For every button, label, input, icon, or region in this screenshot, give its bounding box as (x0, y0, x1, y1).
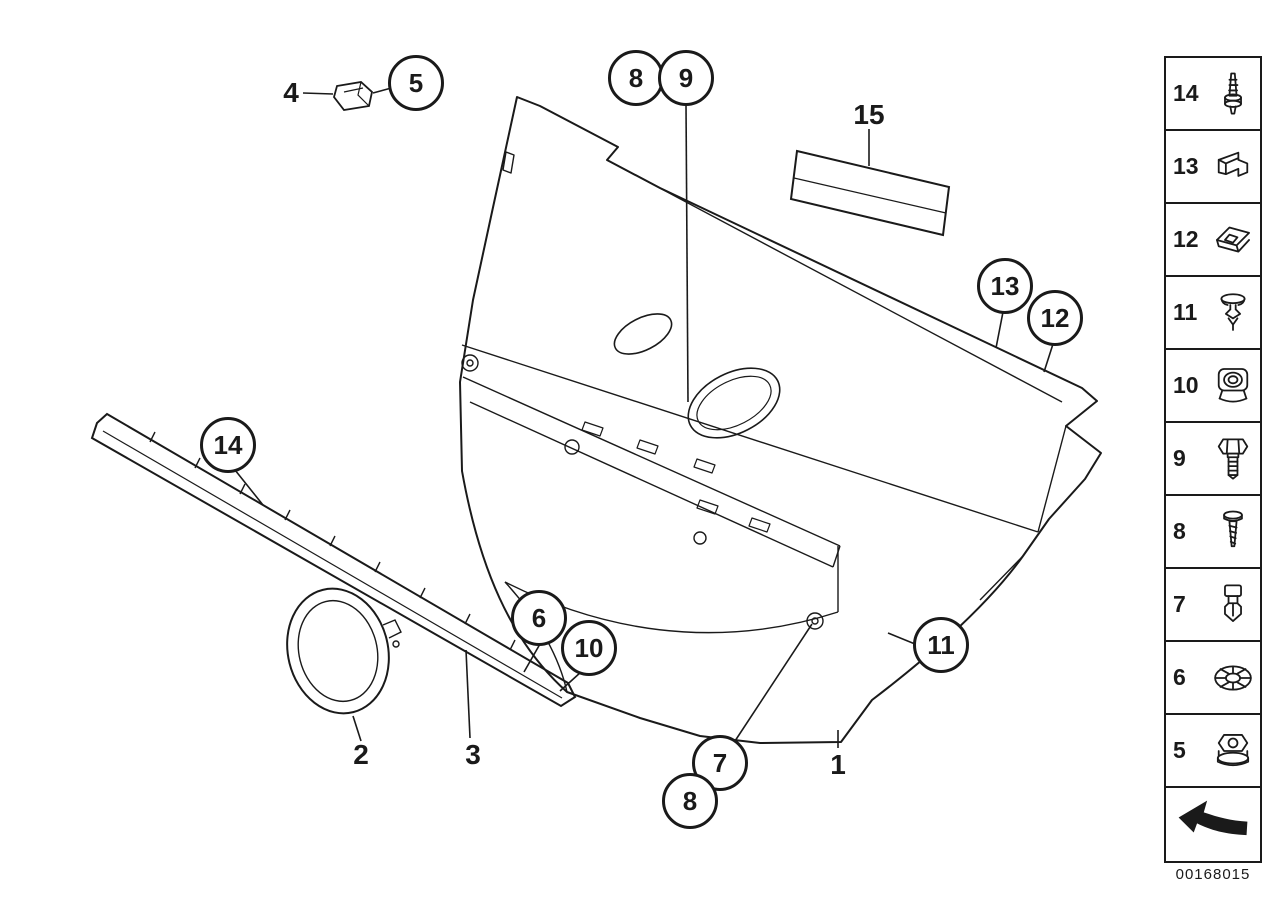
page-turn-arrow-icon (1166, 799, 1260, 851)
doc-number: 00168015 (1175, 866, 1251, 883)
callout-6[interactable]: 6 (511, 590, 567, 646)
legend-number: 9 (1173, 445, 1186, 471)
legend-number: 6 (1173, 664, 1186, 690)
callout-5[interactable]: 5 (388, 55, 444, 111)
legend-number: 13 (1173, 153, 1199, 179)
screw-icon (1205, 507, 1260, 557)
legend-number: 12 (1173, 226, 1199, 252)
parts-legend: 14 13 12 11 10 9 8 7 6 5 (1164, 56, 1262, 863)
callout-14[interactable]: 14 (200, 417, 256, 473)
cap-clip-drawing (333, 81, 373, 111)
callout-15[interactable]: 15 (853, 99, 885, 130)
callout-8-bottom[interactable]: 8 (662, 773, 718, 829)
callout-2[interactable]: 2 (353, 739, 369, 770)
legend-item-12[interactable]: 12 (1166, 204, 1260, 277)
hex-bolt-icon (1205, 434, 1260, 484)
callout-10[interactable]: 10 (561, 620, 617, 676)
callout-4[interactable]: 4 (283, 77, 299, 108)
expanding-rivet-icon (1205, 288, 1260, 338)
legend-item-7[interactable]: 7 (1166, 569, 1260, 642)
legend-item-5[interactable]: 5 (1166, 715, 1260, 788)
flange-nut-icon (1205, 726, 1260, 776)
legend-number: 5 (1173, 737, 1186, 763)
legend-item-11[interactable]: 11 (1166, 277, 1260, 350)
legend-number: 11 (1173, 299, 1198, 325)
callout-1[interactable]: 1 (830, 749, 846, 780)
legend-number: 7 (1173, 591, 1186, 617)
shelf-strip-drawing (789, 149, 951, 237)
snap-clip-icon (1205, 580, 1260, 630)
callout-8-top[interactable]: 8 (608, 50, 664, 106)
legend-item-13[interactable]: 13 (1166, 131, 1260, 204)
slide-clip-icon (1205, 215, 1260, 265)
door-panel-drawing (459, 96, 1102, 744)
legend-page-arrow[interactable] (1166, 788, 1260, 863)
callout-9[interactable]: 9 (658, 50, 714, 106)
blind-rivet-icon (1205, 69, 1260, 119)
grommet-nut-icon (1205, 361, 1260, 411)
legend-number: 10 (1173, 372, 1199, 398)
speaker-cover-drawing (286, 587, 402, 715)
callout-11[interactable]: 11 (913, 617, 969, 673)
trim-strip-drawing (90, 412, 577, 708)
legend-number: 14 (1173, 80, 1199, 106)
legend-item-10[interactable]: 10 (1166, 350, 1260, 423)
toothed-washer-icon (1205, 653, 1260, 703)
legend-item-8[interactable]: 8 (1166, 496, 1260, 569)
legend-item-9[interactable]: 9 (1166, 423, 1260, 496)
legend-item-14[interactable]: 14 (1166, 58, 1260, 131)
retaining-clip-icon (1205, 142, 1260, 192)
callout-12[interactable]: 12 (1027, 290, 1083, 346)
legend-item-6[interactable]: 6 (1166, 642, 1260, 715)
legend-number: 8 (1173, 518, 1186, 544)
callout-13[interactable]: 13 (977, 258, 1033, 314)
callout-3[interactable]: 3 (465, 739, 481, 770)
